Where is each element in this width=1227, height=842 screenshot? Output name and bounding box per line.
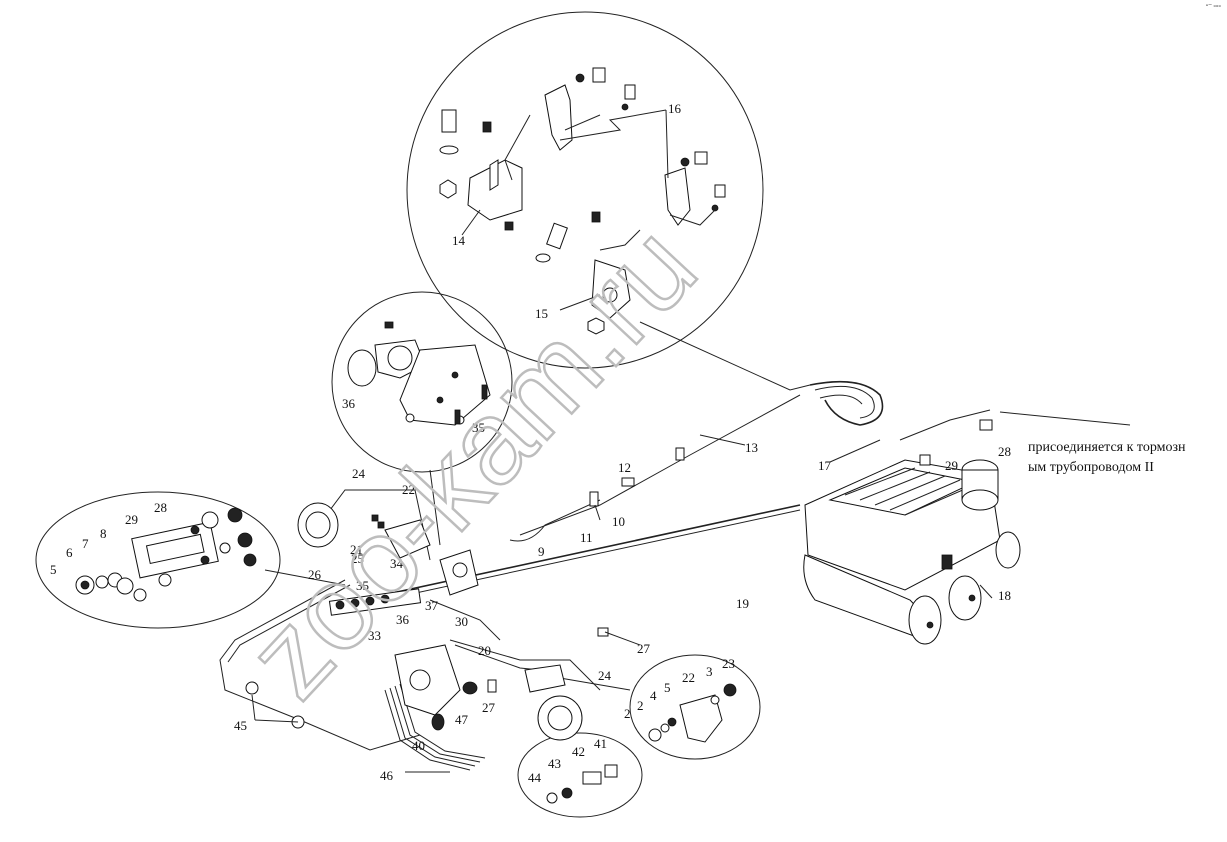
main-callouts: 9 10 11 12 13 17 18 19 20 21 22 24 24 25… xyxy=(234,434,1011,783)
detail-ellipse-left: 5 6 7 8 29 28 xyxy=(35,491,281,629)
callout-14: 14 xyxy=(452,233,466,248)
callout-16: 16 xyxy=(668,101,682,116)
callout-11: 11 xyxy=(580,530,593,545)
callout-47: 47 xyxy=(455,712,469,727)
callout-22a: 22 xyxy=(402,482,415,497)
callout-6: 6 xyxy=(66,545,73,560)
callout-38: 35 xyxy=(472,420,485,435)
callout-32: 29 xyxy=(125,512,138,527)
callout-26: 26 xyxy=(308,567,322,582)
callout-43: 43 xyxy=(548,756,561,771)
detail-ellipse-right: 2 2 4 5 22 3 23 xyxy=(624,654,761,760)
pipelines xyxy=(219,321,1131,771)
callout-25: 25 xyxy=(351,551,364,566)
callout-17: 17 xyxy=(818,458,832,473)
callout-21: 21 xyxy=(350,542,363,557)
callout-40: 40 xyxy=(412,738,425,753)
callout-13: 13 xyxy=(745,440,758,455)
callout-45: 45 xyxy=(234,718,247,733)
valves xyxy=(245,419,993,741)
callout-15: 15 xyxy=(535,306,548,321)
connection-note-line1: присоединяется к тормозн xyxy=(1028,440,1186,455)
callout-20: 20 xyxy=(478,643,491,658)
detail-ellipse-bottom: 44 43 42 41 xyxy=(517,732,643,818)
callout-23: 23 xyxy=(722,656,735,671)
callout-41: 41 xyxy=(594,736,607,751)
callout-29: 29 xyxy=(945,458,958,473)
callout-22b: 22 xyxy=(682,670,695,685)
callout-7: 7 xyxy=(82,536,89,551)
detail-circle-top: 14 15 16 xyxy=(406,11,764,369)
callout-19: 19 xyxy=(736,596,749,611)
callout-36: 36 xyxy=(396,612,410,627)
callout-4: 5 xyxy=(664,680,671,695)
connection-note: присоединяется к тормозн ым трубопроводо… xyxy=(1028,438,1186,478)
connection-note-line2: ым трубопроводом II xyxy=(1028,460,1154,475)
callout-30: 30 xyxy=(455,614,468,629)
callout-33: 33 xyxy=(368,628,381,643)
callout-34: 34 xyxy=(390,556,404,571)
callout-44: 44 xyxy=(528,770,542,785)
callout-27b: 27 xyxy=(482,700,496,715)
callout-37: 37 xyxy=(425,598,439,613)
detail-circle-mid: 36 35 xyxy=(331,291,513,473)
callout-18: 18 xyxy=(998,588,1011,603)
callout-9: 9 xyxy=(538,544,545,559)
callout-1: 2 xyxy=(624,706,631,721)
callout-12: 12 xyxy=(618,460,631,475)
callout-27a: 27 xyxy=(637,641,651,656)
callout-35: 35 xyxy=(356,578,369,593)
callout-5: 5 xyxy=(50,562,57,577)
callout-46: 46 xyxy=(380,768,394,783)
callout-31: 28 xyxy=(154,500,167,515)
callout-2a: 2 xyxy=(637,698,644,713)
callout-3: 4 xyxy=(650,688,657,703)
callout-42: 42 xyxy=(572,744,585,759)
tank-assembly xyxy=(803,459,1021,645)
callout-8: 8 xyxy=(100,526,107,541)
callout-2b: 3 xyxy=(706,664,713,679)
callout-28: 28 xyxy=(998,444,1011,459)
corner-mark: ˮ‾ ᵒᵒᵒ xyxy=(1205,4,1221,11)
callout-24a: 24 xyxy=(352,466,366,481)
callout-39: 36 xyxy=(342,396,356,411)
callout-10: 10 xyxy=(612,514,625,529)
callout-24b: 24 xyxy=(598,668,612,683)
